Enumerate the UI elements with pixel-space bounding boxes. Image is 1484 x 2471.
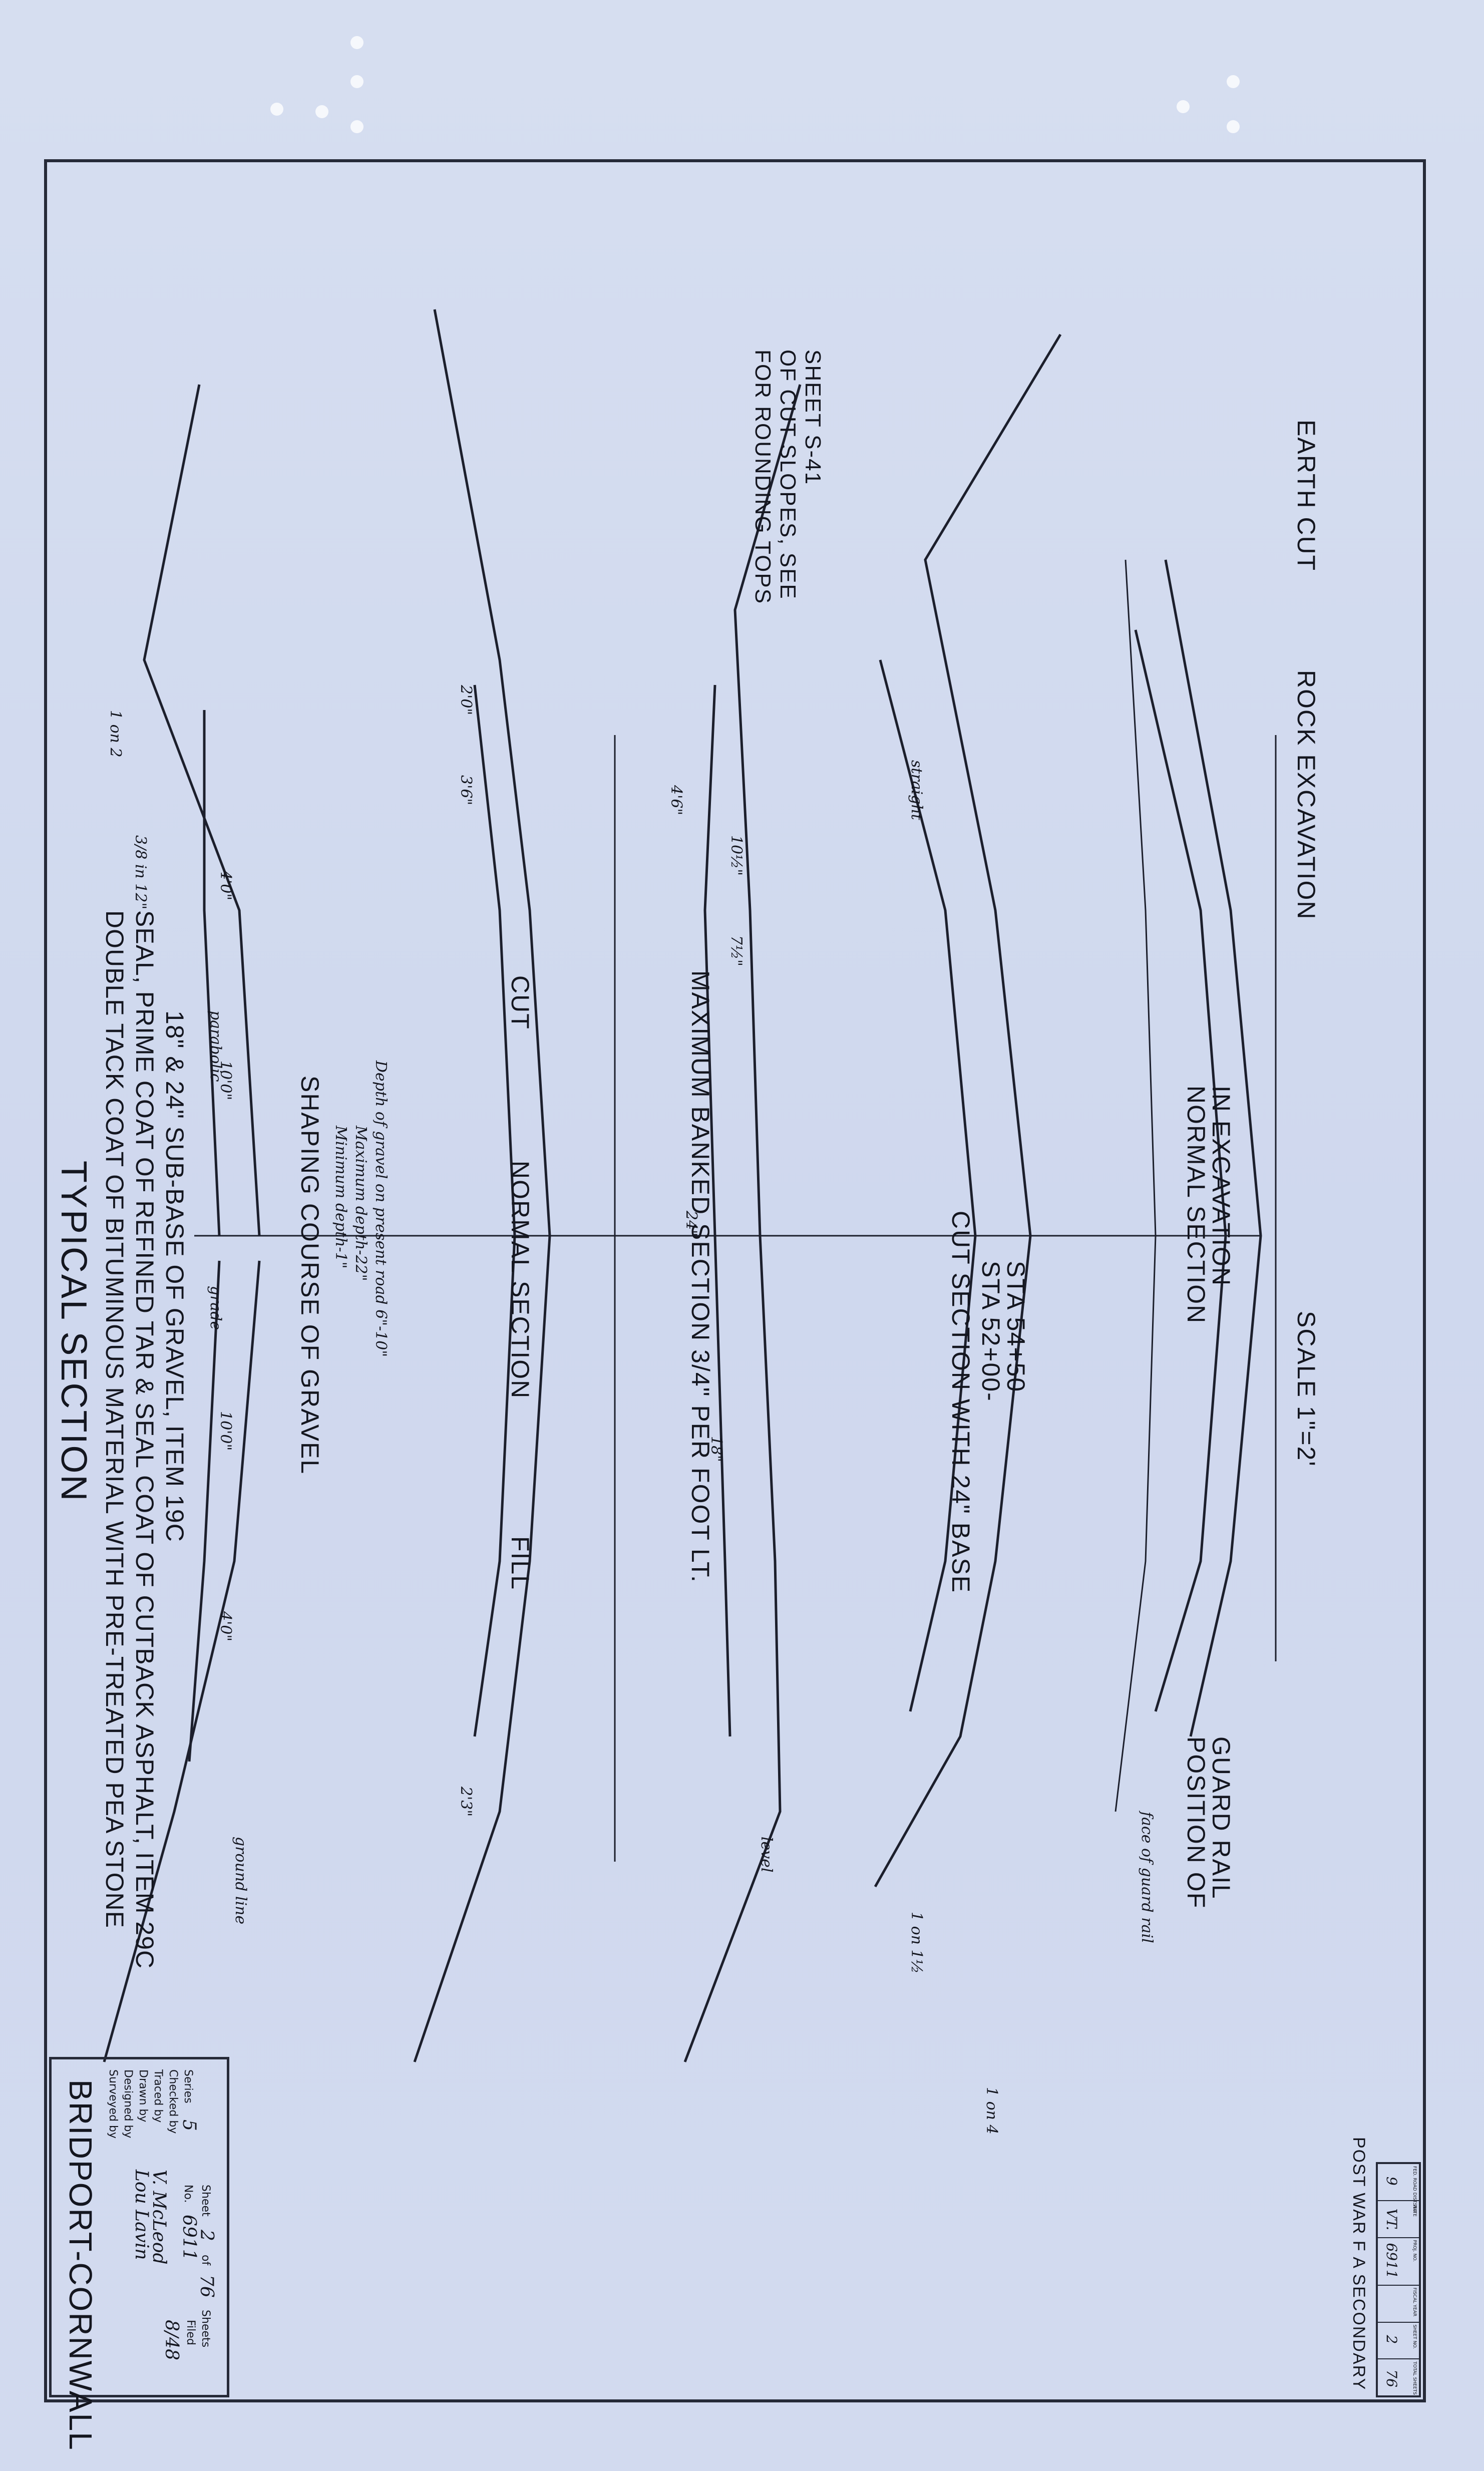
tb-surveyed: Surveyed by [107, 2069, 119, 2139]
slope-label: parabolic [207, 1010, 224, 1082]
punch-hole [1177, 100, 1190, 113]
title-block: BRIDPORT-CORNWALL Surveyed by Designed b… [49, 2057, 229, 2451]
scale-label: SCALE 1"=2' [1292, 1311, 1320, 1467]
tb-filed: Filed [184, 2320, 197, 2345]
guard-surface [103, 1260, 261, 2062]
guard-base [188, 1260, 221, 1762]
cut24-sta-2: STA 54+50 [1002, 1261, 1030, 1393]
tb-sheets-label: Sheets [199, 2310, 212, 2348]
slope-label: 3/8 in 12" [132, 835, 149, 910]
title-line-3: 18" & 24" SUB-BASE OF GRAVEL, ITEM 19C [161, 1010, 189, 1542]
punch-hole [1227, 120, 1240, 133]
cut24-caption: CUT SECTION WITH 24" BASE [947, 1211, 975, 1594]
header-cell: FISCAL YEAR [1378, 2285, 1419, 2323]
dim-label: 4'0" [217, 1611, 234, 1642]
tb-traced: Traced by [152, 2069, 164, 2123]
dim-label: 4'6" [667, 785, 685, 816]
tb-sheet: 2 [196, 2230, 217, 2241]
title-line-2: SEAL, PRIME COAT OF REFINED TAR & SEAL C… [131, 910, 159, 1969]
tb-no-label: No. [182, 2185, 194, 2203]
dim-label: 7½" [727, 935, 745, 966]
dim-label: 3'6" [457, 775, 475, 806]
drawing-border [44, 159, 1426, 2402]
tb-date: 8/48 [161, 2320, 182, 2360]
punch-hole [350, 36, 363, 49]
dim-label: 2'0" [457, 685, 475, 716]
normal-cut-label: CUT [506, 975, 534, 1030]
dim-label: 4'0" [217, 870, 234, 901]
tb-series-label: Series [182, 2069, 194, 2103]
slope-label: 1 on 1½ [908, 1912, 925, 1974]
dim-label: 24" [682, 1211, 700, 1237]
punch-hole [1227, 75, 1240, 88]
slope-label: 1 on 2 [107, 710, 124, 758]
excavation-base [203, 710, 221, 1236]
ground-line [1115, 559, 1157, 1812]
banked-caption: MAXIMUM BANKED SECTION 3/4" PER FOOT LT. [686, 970, 714, 1583]
dim-label: 2'3" [457, 1787, 475, 1817]
section-drawings [103, 309, 1277, 2062]
slope-label: 1 on 4 [983, 2087, 1000, 2135]
punch-hole [350, 120, 363, 133]
main-title: TYPICAL SECTION [54, 1161, 94, 1503]
shaping-note-2: Maximum depth-22" [352, 1126, 369, 1281]
earth-cut-label: EARTH CUT [1292, 420, 1320, 572]
shaping-note-3: Depth of gravel on present road 6"-10" [372, 1061, 390, 1357]
project-name: BRIDPORT-CORNWALL [63, 2079, 99, 2451]
normal-fill-label: FILL [506, 1536, 534, 1591]
title-line-1: DOUBLE TACK COAT OF BITUMINOUS MATERIAL … [101, 910, 129, 1928]
dim-label: 18" [707, 1436, 725, 1462]
tb-traced-name: V. McLeod [149, 2170, 169, 2265]
punch-hole [315, 105, 328, 118]
punch-hole [270, 103, 283, 116]
normal-caption: NORMAL SECTION [506, 1161, 534, 1399]
rounding-note-line: SHEET S-41 [801, 349, 825, 486]
guard-caption-2: GUARD RAIL [1207, 1736, 1235, 1900]
tb-sheet-label: Sheet [199, 2185, 212, 2217]
slope-label: straight [908, 760, 925, 820]
shaping-note-1: Minimum depth-1" [332, 1126, 349, 1269]
excavation-surface [143, 384, 261, 1236]
header-cell: PROJ. NO.6911 [1378, 2238, 1419, 2286]
header-cell: FED. ROAD DIST. NO.9 [1378, 2164, 1419, 2213]
tb-series: 5 [179, 2120, 199, 2131]
rock-excavation-label: ROCK EXCAVATION [1292, 670, 1320, 920]
punch-hole [350, 75, 363, 88]
tb-designed: Designed by [122, 2069, 134, 2139]
rounding-note-line: FOR ROUNDING TOPS [751, 349, 775, 605]
ground-line-label: ground line [232, 1837, 249, 1925]
tb-of: of [199, 2255, 212, 2266]
guard-rail-face-label: face of guard rail [1138, 1812, 1156, 1943]
program-label: POST WAR F A SECONDARY [1349, 2137, 1368, 2391]
header-cell: SHEET NO.2 [1378, 2322, 1419, 2360]
dim-label: 10½" [727, 835, 745, 876]
rotated-drawing: TYPICAL SECTION DOUBLE TACK COAT OF BITU… [44, 159, 1426, 2451]
dim-label: 10'0" [217, 1411, 234, 1451]
tb-checked: Checked by [167, 2069, 179, 2134]
tb-sheets: 76 [196, 2275, 217, 2298]
tb-drawn: Drawn by [137, 2069, 149, 2123]
shaping-caption: SHAPING COURSE OF GRAVEL [296, 1076, 324, 1475]
slope-label: grade [207, 1286, 224, 1330]
slope-label: level [758, 1837, 775, 1873]
excavation-caption-2: IN EXCAVATION [1207, 1086, 1235, 1287]
normal-surface [874, 333, 1062, 1888]
rounding-note-line: OF CUT SLOPES, SEE [776, 349, 800, 600]
